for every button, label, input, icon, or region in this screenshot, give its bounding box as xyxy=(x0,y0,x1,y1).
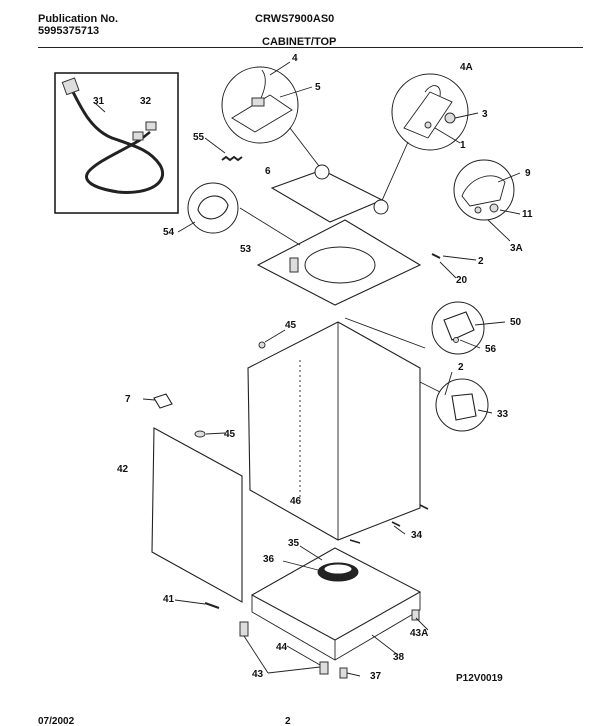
callout-20: 20 xyxy=(456,275,468,286)
part-44-foot xyxy=(239,621,249,637)
callout-41: 41 xyxy=(163,594,175,605)
part-37-foot xyxy=(339,667,348,679)
callout-31: 31 xyxy=(93,96,105,107)
publication-label: Publication No. xyxy=(38,13,119,25)
part-43-foot xyxy=(319,661,329,675)
callout-7: 7 xyxy=(125,394,131,405)
callout-3A: 3A xyxy=(510,243,523,254)
callout-1: 1 xyxy=(460,140,466,151)
leader-lines xyxy=(94,61,521,677)
part-20-screw xyxy=(431,253,441,259)
leader-panel-to-cabinet xyxy=(344,317,426,349)
model-number: CRWS7900AS0 xyxy=(255,13,335,25)
part-38-base xyxy=(250,547,422,661)
callout-45-top: 45 xyxy=(285,320,297,331)
part-42-front-panel xyxy=(151,427,243,603)
callout-9: 9 xyxy=(525,168,531,179)
callout-50: 50 xyxy=(510,317,522,328)
detail-circle-50 xyxy=(431,301,485,355)
callout-44: 44 xyxy=(276,642,288,653)
callout-43: 43 xyxy=(252,669,264,680)
part-46-cabinet xyxy=(247,321,421,541)
callout-54: 54 xyxy=(163,227,175,238)
figure-code: P12V0019 xyxy=(456,673,503,684)
callout-43A: 43A xyxy=(410,628,428,639)
callout-labels: 31 32 4 5 4A 3 1 55 6 9 11 3A 54 53 2 20… xyxy=(93,53,533,682)
callout-4A: 4A xyxy=(460,62,473,73)
detail-circle-top xyxy=(221,66,323,171)
footer-date: 07/2002 xyxy=(38,716,75,726)
header-rule xyxy=(38,47,583,48)
callout-37: 37 xyxy=(370,671,382,682)
callout-35: 35 xyxy=(288,538,300,549)
part-45-screw-left xyxy=(194,430,206,438)
callout-4: 4 xyxy=(292,53,298,64)
callout-6: 6 xyxy=(265,166,271,177)
publication-number: 5995375713 xyxy=(38,25,100,37)
part-53-top-panel xyxy=(239,207,422,306)
callout-34: 34 xyxy=(411,530,423,541)
detail-circle-33 xyxy=(419,378,489,432)
callout-42: 42 xyxy=(117,464,129,475)
part-55-spring xyxy=(221,155,243,162)
part-6-panel xyxy=(270,164,389,223)
callout-46: 46 xyxy=(290,496,302,507)
callout-2-mid: 2 xyxy=(458,362,464,373)
power-cord-inset xyxy=(54,72,179,214)
part-41-screw xyxy=(204,602,220,609)
callout-2-top: 2 xyxy=(478,256,484,267)
detail-circle-pressure xyxy=(453,159,515,221)
callout-33: 33 xyxy=(497,409,509,420)
callout-55: 55 xyxy=(193,132,205,143)
callout-32: 32 xyxy=(140,96,152,107)
callout-5: 5 xyxy=(315,82,321,93)
detail-circle-54 xyxy=(187,182,239,234)
section-title: CABINET/TOP xyxy=(262,36,337,48)
callout-3: 3 xyxy=(482,109,488,120)
callout-38: 38 xyxy=(393,652,405,663)
part-34-screws xyxy=(349,504,429,544)
callout-56: 56 xyxy=(485,344,497,355)
callout-53: 53 xyxy=(240,244,252,255)
part-43A-foot xyxy=(411,609,420,621)
page-number: 2 xyxy=(285,716,291,726)
part-7-knob xyxy=(153,393,173,409)
callout-11: 11 xyxy=(522,209,533,220)
callout-45-left: 45 xyxy=(224,429,236,440)
callout-36: 36 xyxy=(263,554,275,565)
part-45-screw-top xyxy=(258,341,266,349)
